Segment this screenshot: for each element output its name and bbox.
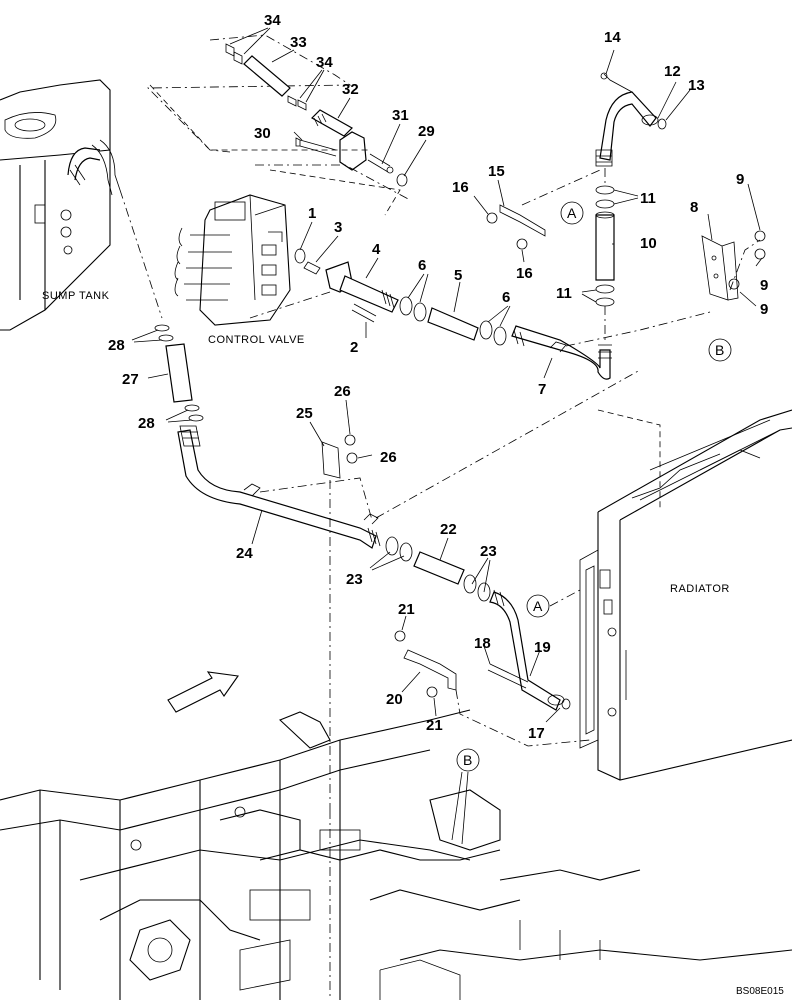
callout-12: 12 <box>664 63 681 80</box>
callout-6-right: 6 <box>502 289 510 306</box>
ref-marker-a-top-text: A <box>567 205 577 221</box>
callout-6-left: 6 <box>418 257 426 274</box>
callout-29: 29 <box>418 123 435 140</box>
ref-marker-a-top <box>560 201 584 225</box>
ref-marker-a-radiator <box>526 594 550 618</box>
drawing-code: BS08E015 <box>736 986 784 997</box>
bracket-group: B <box>701 230 766 362</box>
control-valve-label: CONTROL VALVE <box>208 334 305 346</box>
radiator-label: RADIATOR <box>670 583 730 595</box>
callout-21-top: 21 <box>398 601 415 618</box>
callout-13: 13 <box>688 77 705 94</box>
callout-1: 1 <box>308 205 316 222</box>
control-valve: CONTROL VALVE <box>174 194 305 346</box>
lower-pipe-assembly <box>177 369 641 810</box>
callout-9-top: 9 <box>736 171 744 188</box>
callout-15: 15 <box>488 163 505 180</box>
sump-tank-label: SUMP TANK <box>42 290 110 302</box>
callout-11-top: 11 <box>640 190 656 207</box>
callout-8: 8 <box>690 199 698 216</box>
callout-4: 4 <box>372 241 381 258</box>
callout-26-top: 26 <box>334 383 351 400</box>
leader-lines <box>131 27 763 723</box>
callout-30: 30 <box>254 125 271 142</box>
left-hose-group <box>119 189 204 422</box>
callout-9-bottom: 9 <box>760 301 768 318</box>
callout-3: 3 <box>334 219 342 236</box>
callout-16-bottom: 16 <box>516 265 533 282</box>
callout-5: 5 <box>454 267 462 284</box>
callout-7: 7 <box>538 381 546 398</box>
callout-24: 24 <box>236 545 253 562</box>
upper-pipe-assembly <box>249 248 711 380</box>
callout-34-middle: 34 <box>316 54 333 71</box>
callout-2: 2 <box>350 339 358 356</box>
callout-31: 31 <box>392 107 409 124</box>
ref-marker-a-radiator-text: A <box>533 598 543 614</box>
callout-32: 32 <box>342 81 359 98</box>
front-direction-arrow-icon <box>167 671 239 713</box>
ref-marker-b-frame-text: B <box>463 752 472 768</box>
callout-27: 27 <box>122 371 139 388</box>
callout-11-bottom: 11 <box>556 285 572 302</box>
callout-21-bottom: 21 <box>426 717 443 734</box>
callout-numbers: 34 33 34 32 30 31 29 1 3 4 6 5 6 7 2 14 … <box>108 12 768 742</box>
callout-19: 19 <box>534 639 551 656</box>
callout-34-top: 34 <box>264 12 281 29</box>
sump-tank: SUMP TANK <box>0 79 121 331</box>
callout-22: 22 <box>440 521 457 538</box>
radiator: RADIATOR A <box>526 409 792 781</box>
ref-marker-b-top-text: B <box>715 342 724 358</box>
top-hose-group <box>147 34 411 216</box>
callout-28-top: 28 <box>108 337 125 354</box>
callout-33: 33 <box>290 34 307 51</box>
callout-28-bottom: 28 <box>138 415 155 432</box>
ref-marker-b-frame <box>456 748 480 772</box>
callout-18: 18 <box>474 635 491 652</box>
callout-10: 10 <box>640 235 657 252</box>
callout-23-right: 23 <box>480 543 497 560</box>
callout-9-middle: 9 <box>760 277 768 294</box>
callout-17: 17 <box>528 725 545 742</box>
callout-25: 25 <box>296 405 313 422</box>
machine-frame: B <box>0 709 792 1000</box>
ref-marker-b-top <box>708 338 732 362</box>
callout-20: 20 <box>386 691 403 708</box>
callout-16-top: 16 <box>452 179 469 196</box>
callout-14: 14 <box>604 29 621 46</box>
vertical-pipe-assembly: A <box>486 72 667 340</box>
callout-26-right: 26 <box>380 449 397 466</box>
callout-23-left: 23 <box>346 571 363 588</box>
